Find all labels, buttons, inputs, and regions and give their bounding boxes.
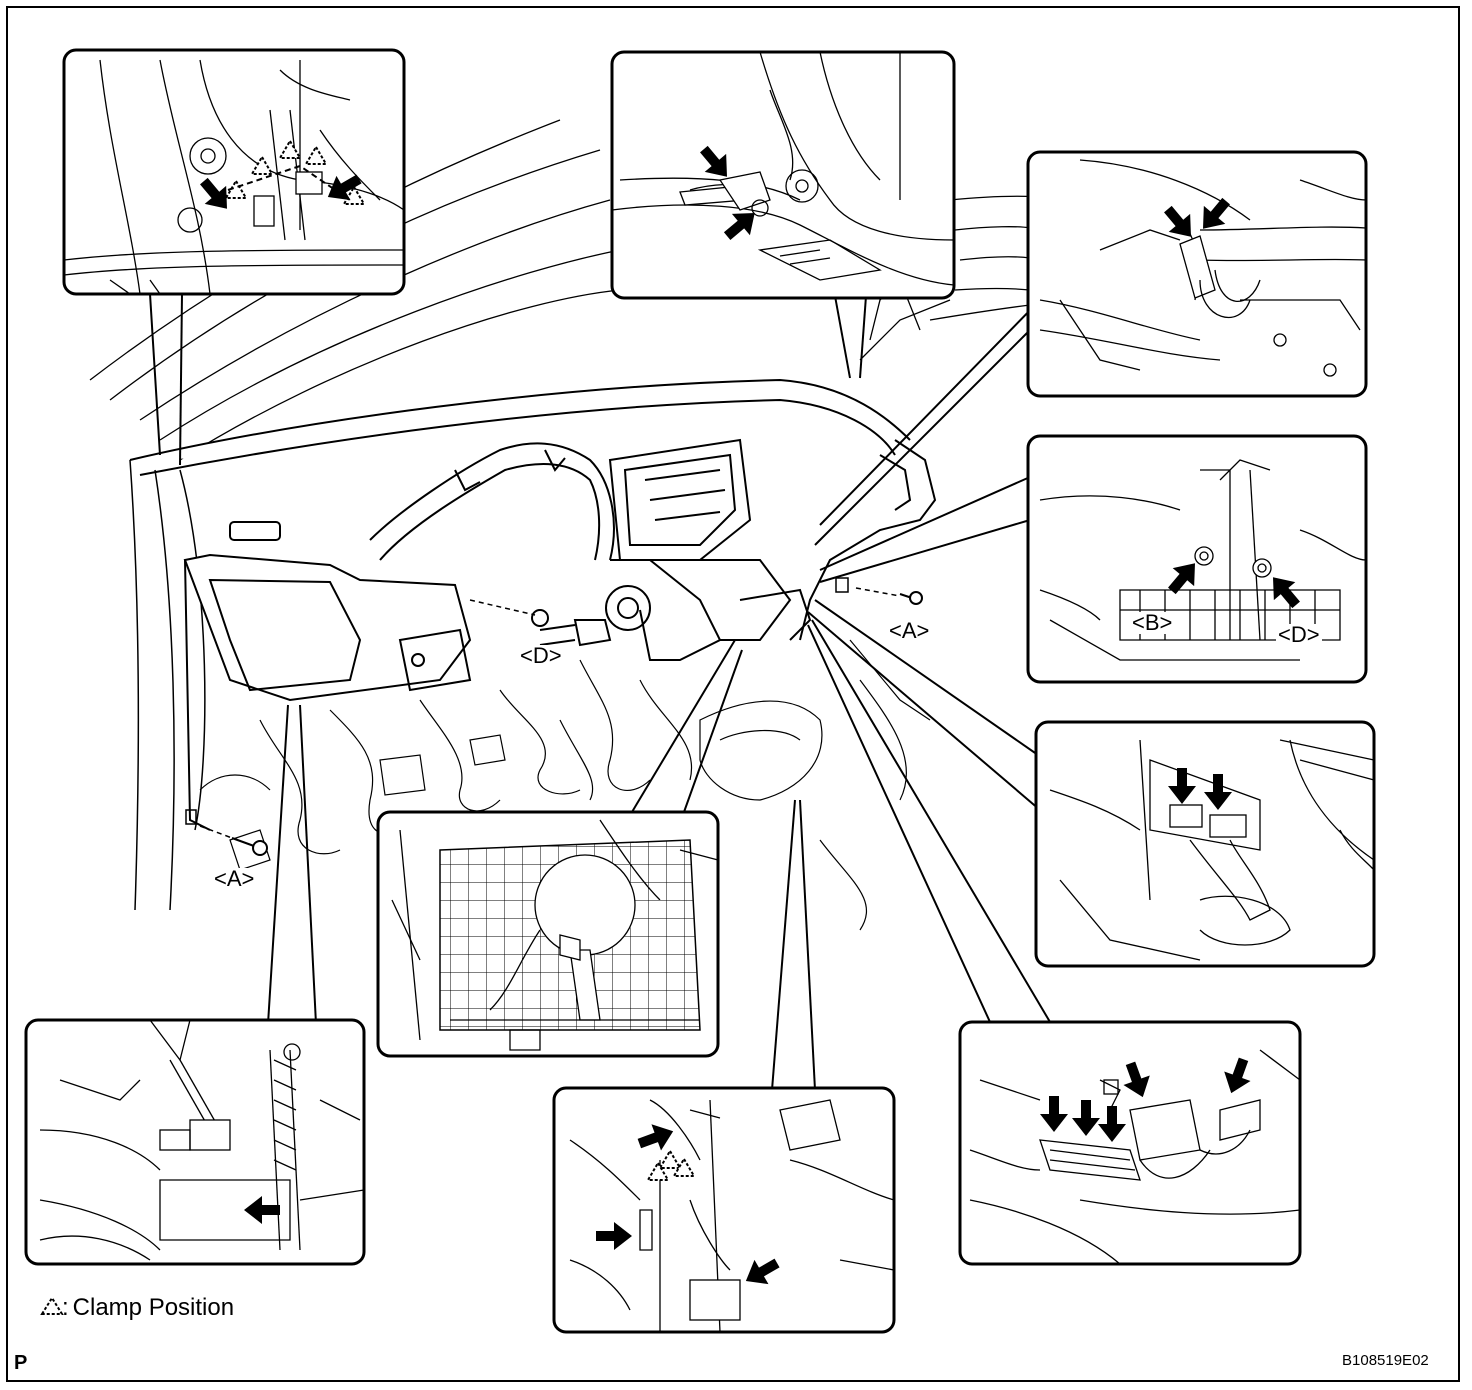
clamp-triangle-icon bbox=[40, 1296, 64, 1315]
inset-top-center bbox=[610, 50, 956, 300]
inset-bottom-center bbox=[552, 1086, 896, 1334]
label-a-right: <A> bbox=[887, 618, 932, 643]
legend-text: Clamp Position bbox=[72, 1294, 235, 1321]
figure-frame bbox=[6, 6, 1460, 1382]
a-pillar-left bbox=[129, 459, 206, 911]
inset-top-right bbox=[1026, 150, 1368, 398]
figure-id: B108519E02 bbox=[1342, 1352, 1429, 1369]
inset-obd-connector bbox=[1034, 720, 1376, 968]
inset-bottom-left bbox=[24, 1018, 366, 1266]
legend-separator: : bbox=[62, 1294, 69, 1321]
legend: : Clamp Position bbox=[30, 1294, 234, 1322]
page-marker: P bbox=[14, 1352, 28, 1374]
callout-leaders bbox=[149, 293, 1051, 1091]
inset-center-grid bbox=[376, 810, 720, 1058]
label-b-inset: <B> bbox=[1130, 610, 1175, 635]
label-d-inset: <D> bbox=[1276, 622, 1322, 647]
body-outline bbox=[89, 119, 1042, 461]
inset-top-left bbox=[62, 48, 406, 296]
label-a-left: <A> bbox=[212, 866, 257, 891]
label-d-center: <D> bbox=[518, 643, 564, 668]
inset-bottom-right bbox=[958, 1020, 1302, 1266]
inset-bolts-b-d bbox=[1026, 434, 1368, 684]
bolt-leader-lines bbox=[185, 577, 901, 839]
bolt-icon bbox=[231, 591, 923, 856]
